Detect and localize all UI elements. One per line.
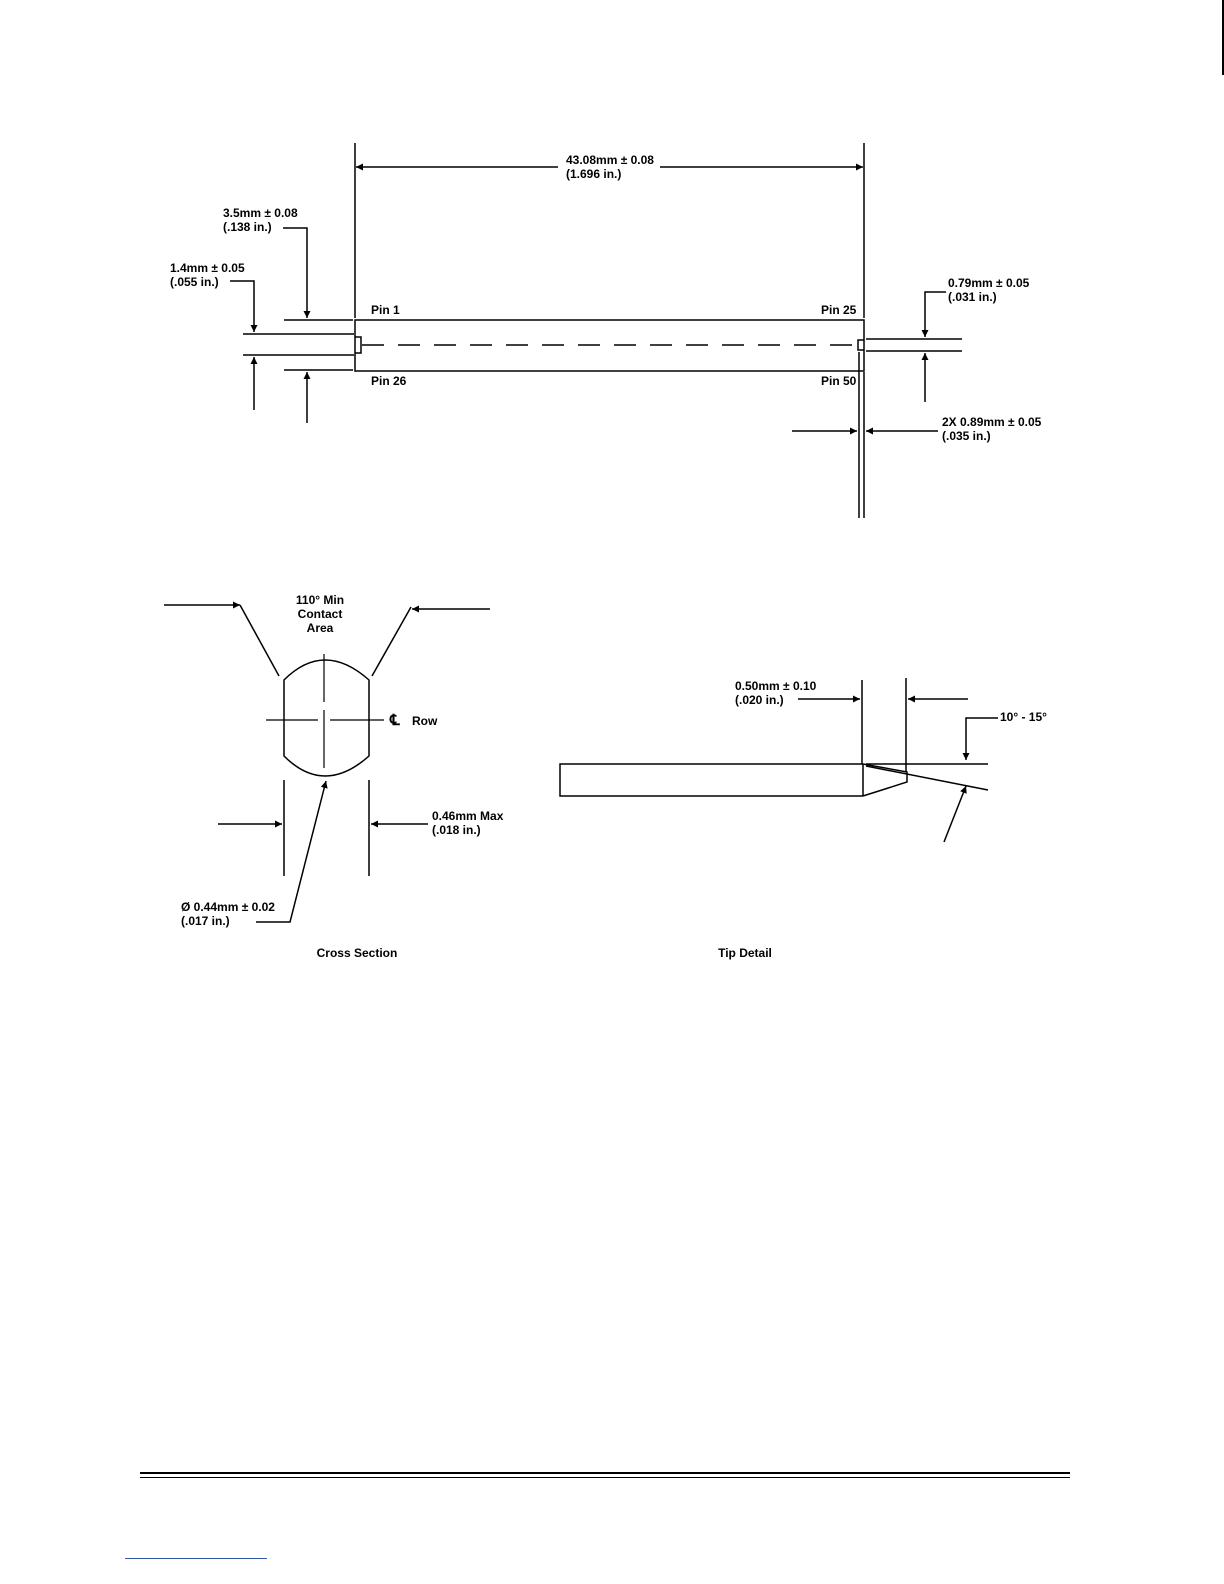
centerline-symbol: ℄ — [389, 712, 400, 729]
angle-taper-line — [866, 766, 988, 790]
left-notch — [355, 337, 361, 353]
right-height-leader-top — [925, 292, 946, 337]
contact-leader-left — [240, 605, 279, 676]
tip-chamfer — [863, 764, 907, 796]
pin-1-label: Pin 1 — [371, 303, 400, 317]
contact-area-line1: 110° Min — [296, 593, 344, 607]
offset-metric: 3.5mm ± 0.08 — [223, 206, 298, 220]
contact-area-line3: Area — [307, 621, 334, 635]
right-width-imperial: (.035 in.) — [942, 429, 991, 443]
offset-leader-top — [283, 228, 307, 318]
chamfer-metric: 0.50mm ± 0.10 — [735, 679, 817, 693]
top-view: 43.08mm ± 0.08 (1.696 in.) Pin 1 Pin 25 … — [170, 143, 1042, 518]
angle-label: 10° - 15° — [1000, 710, 1047, 724]
pin-profile — [284, 660, 369, 776]
width-imperial: (.018 in.) — [432, 823, 481, 837]
centerline-row-label: Row — [412, 714, 438, 728]
offset-imperial: (.138 in.) — [223, 220, 272, 234]
diameter-imperial: (.017 in.) — [181, 914, 230, 928]
pin-26-label: Pin 26 — [371, 374, 407, 388]
row-spacing-metric: 1.4mm ± 0.05 — [170, 261, 245, 275]
right-width-metric: 2X 0.89mm ± 0.05 — [942, 415, 1042, 429]
overall-length-metric: 43.08mm ± 0.08 — [566, 153, 654, 167]
diameter-metric: Ø 0.44mm ± 0.02 — [181, 900, 275, 914]
angle-leader-top — [966, 718, 998, 760]
width-metric: 0.46mm Max — [432, 809, 504, 823]
contact-area-line2: Contact — [298, 607, 343, 621]
cross-section-caption: Cross Section — [317, 946, 398, 960]
row-spacing-leader-top — [230, 281, 254, 332]
right-height-metric: 0.79mm ± 0.05 — [948, 276, 1030, 290]
connector-body — [355, 320, 864, 371]
right-notch — [858, 340, 864, 350]
footer-link-underline — [125, 1558, 267, 1559]
footer-rule-thin — [140, 1477, 1070, 1478]
right-height-imperial: (.031 in.) — [948, 290, 997, 304]
tip-detail-caption: Tip Detail — [718, 946, 772, 960]
row-spacing-imperial: (.055 in.) — [170, 275, 219, 289]
angle-leader-bottom — [944, 786, 966, 842]
cross-section-view: 110° Min Contact Area ℄ Row 0.46mm Max (… — [164, 593, 504, 960]
pin-50-label: Pin 50 — [821, 374, 857, 388]
footer-rule-thick — [140, 1472, 1070, 1474]
tip-detail-view: 0.50mm ± 0.10 (.020 in.) 10° - 15° Tip D… — [560, 678, 1047, 960]
tip-pin-body — [560, 764, 863, 796]
overall-length-imperial: (1.696 in.) — [566, 167, 621, 181]
contact-leader-right — [372, 607, 411, 676]
pin-25-label: Pin 25 — [821, 303, 857, 317]
chamfer-imperial: (.020 in.) — [735, 693, 784, 707]
